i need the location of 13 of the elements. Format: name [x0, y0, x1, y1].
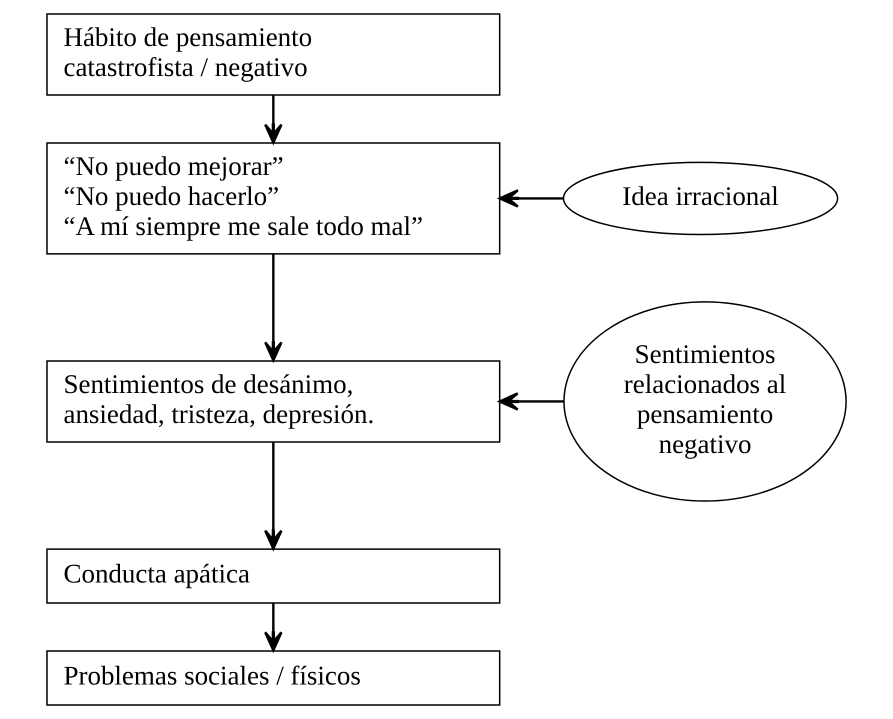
- node-box: Problemas sociales / físicos: [46, 650, 500, 706]
- arrow: [264, 442, 283, 550]
- arrow: [264, 604, 283, 652]
- node-box: Sentimientos de desánimo, ansiedad, tristeza, depresión.: [46, 360, 500, 443]
- arrow: [498, 189, 564, 208]
- node-box: Conducta apática: [46, 548, 500, 604]
- node-ellipse: Idea irracional: [562, 162, 838, 236]
- arrow: [498, 392, 564, 411]
- arrow: [264, 254, 283, 362]
- node-ellipse: Sentimientos relacionados al pensamiento negativo: [563, 301, 847, 502]
- node-box: “No puedo mejorar” “No puedo hacerlo” “A mí siempre me sale todo mal”: [46, 142, 500, 255]
- arrow: [264, 95, 283, 144]
- node-box: Hábito de pensamiento catastrofista / negativo: [46, 13, 500, 96]
